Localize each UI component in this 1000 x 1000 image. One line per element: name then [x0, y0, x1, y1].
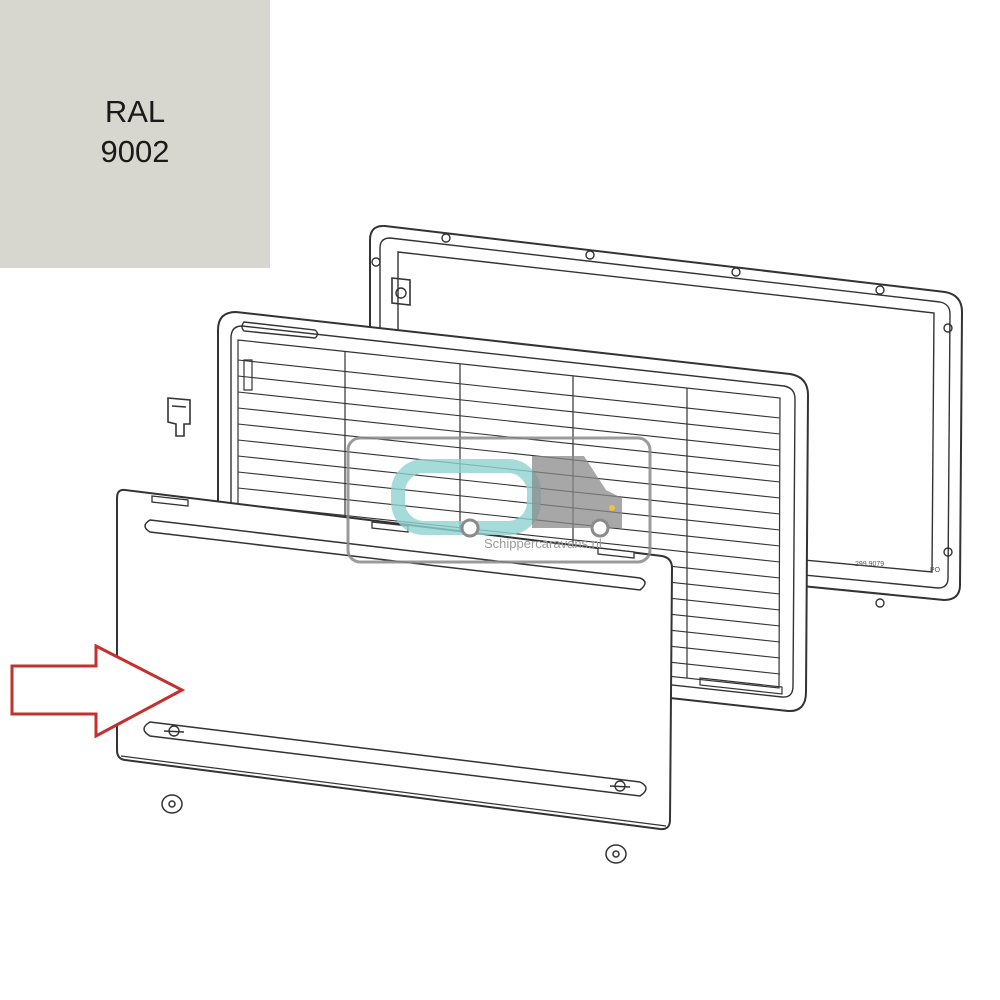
watermark-text: Schippercaravans.nl: [484, 536, 602, 551]
ral-color-label: RAL 9002: [0, 92, 270, 172]
frame-mark-label: PO: [930, 567, 941, 574]
fastener-right: [605, 844, 627, 864]
ral-label-line2: 9002: [100, 134, 170, 169]
ral-label-line1: RAL: [104, 94, 166, 129]
fastener-left: [161, 794, 183, 814]
right-arrow-icon: [10, 643, 186, 739]
winter-cover: [116, 488, 674, 831]
watermark: Schippercaravans.nl: [346, 436, 652, 564]
truck-logo-icon: [532, 456, 622, 528]
ral-color-swatch: RAL 9002: [0, 0, 270, 268]
frame-code-label: 299 9079: [855, 561, 884, 568]
clip-part: [167, 397, 191, 437]
